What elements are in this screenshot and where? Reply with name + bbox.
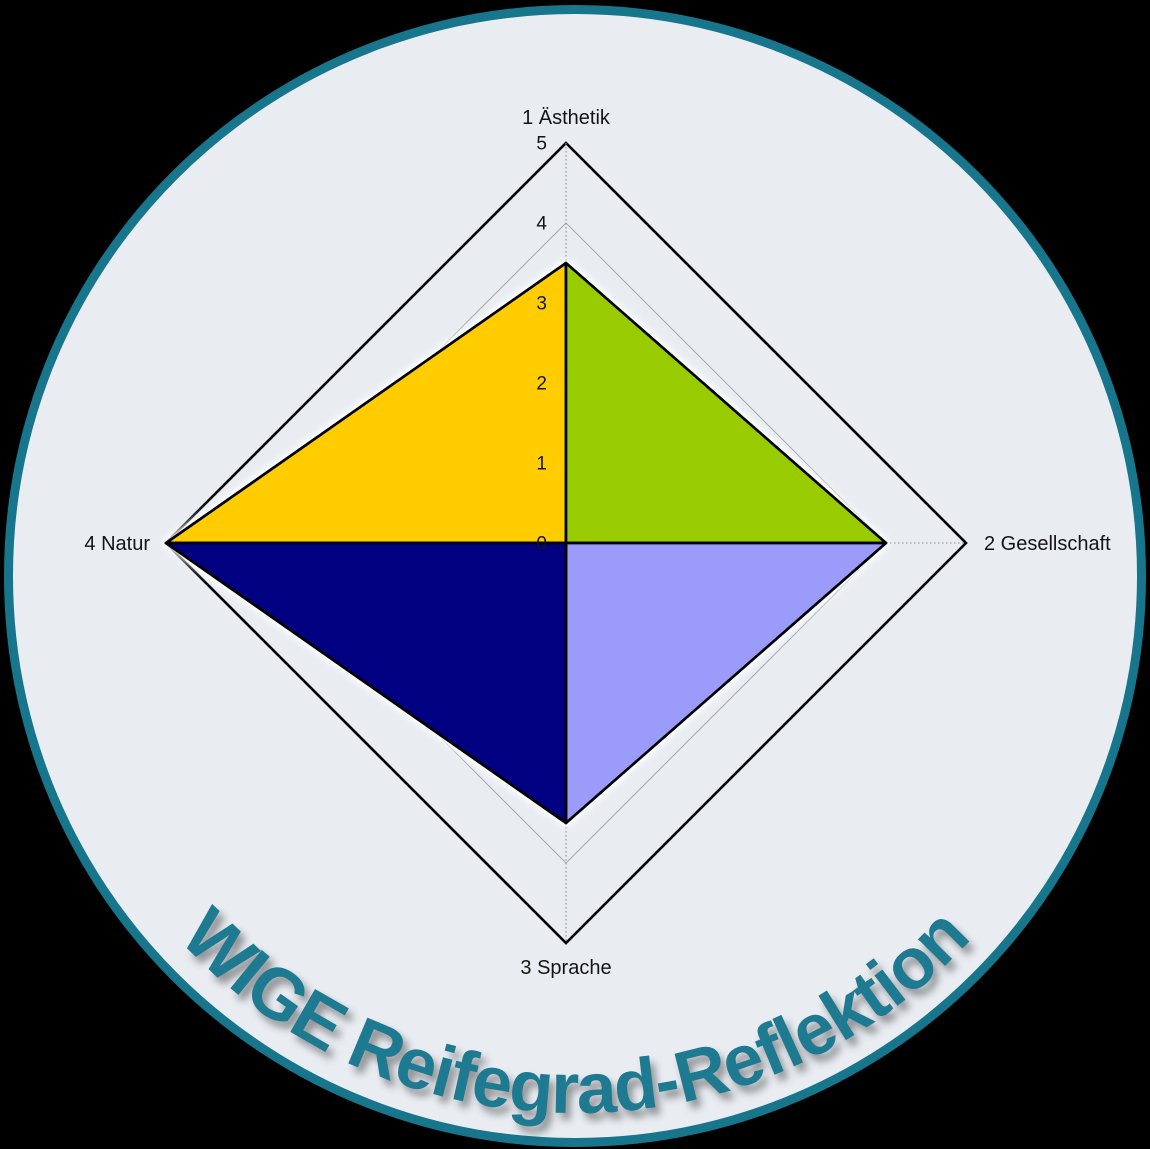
axis-label-1: 1 Ästhetik — [522, 107, 611, 129]
axis-label-4: 4 Natur — [84, 533, 150, 555]
tick-label-1: 1 — [536, 454, 547, 475]
tick-label-5: 5 — [536, 134, 547, 155]
quadrant-bottom_left — [164, 541, 568, 825]
grid-ring-outer — [164, 141, 968, 945]
tick-label-3: 3 — [536, 294, 547, 315]
radar-chart: 0 1 2 3 4 5 1 Ästhetik 2 Gesellschaft 3 Sprache 4… — [84, 107, 1111, 979]
tick-label-2: 2 — [536, 374, 547, 395]
axis-label-2: 2 Gesellschaft — [984, 533, 1111, 555]
tick-label-4: 4 — [536, 214, 547, 235]
axis-label-3: 3 Sprache — [520, 957, 611, 979]
data-polygon — [164, 261, 888, 825]
tick-label-0: 0 — [536, 534, 547, 555]
